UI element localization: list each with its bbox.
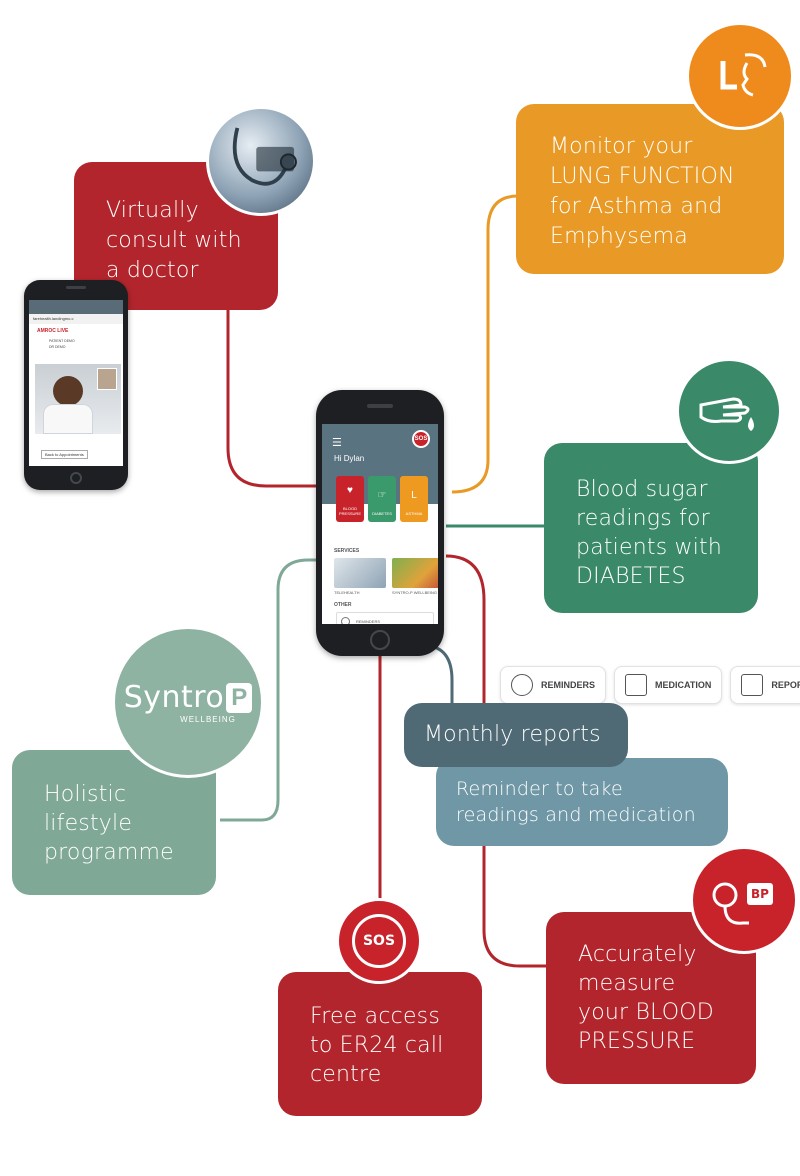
- app-tiles: ♥ BLOOD PRESSURE ☞ DIABETES L ASTHMA: [336, 476, 428, 522]
- card-bp-text: Accurately measure your BLOOD PRESSURE: [578, 942, 714, 1054]
- card-holistic-text: Holistic lifestyle programme: [44, 782, 174, 865]
- card-consult: Virtually consult with a doctor: [74, 162, 278, 310]
- card-reminder: Reminder to take readings and medication: [436, 758, 728, 846]
- left-phone-brand: AMROC LIVE: [37, 328, 69, 334]
- reminders-row-label: REMINDERS: [356, 618, 381, 624]
- left-phone: farehealth.landingmo.c AMROC LIVE PATIEN…: [24, 280, 128, 490]
- syntro-sub: WELLBEING: [180, 715, 236, 724]
- card-monthly: Monthly reports: [404, 703, 628, 767]
- card-er24-text: Free access to ER24 call centre: [310, 1004, 444, 1087]
- strip-medication[interactable]: MEDICATION: [614, 666, 723, 704]
- card-diabetes-text: Blood sugar readings for patients with D…: [576, 477, 723, 589]
- card-diabetes: Blood sugar readings for patients with D…: [544, 443, 758, 613]
- diabetes-tile-icon: ☞: [377, 490, 387, 501]
- bp-badge: BP: [690, 846, 798, 954]
- strip-reports-label: REPORTS: [771, 680, 800, 690]
- card-reminder-text: Reminder to take readings and medication: [456, 778, 696, 826]
- tile-blood-pressure[interactable]: ♥ BLOOD PRESSURE: [336, 476, 364, 522]
- tile-diabetes[interactable]: ☞ DIABETES: [368, 476, 396, 522]
- connector-holistic: [220, 558, 320, 822]
- syntro-wordmark: Syntro: [123, 680, 225, 715]
- feature-strip: REMINDERS MEDICATION REPORTS: [500, 666, 800, 706]
- doctor-coat: [43, 404, 93, 434]
- stethoscope-icon: [232, 127, 297, 186]
- center-phone: ☰ SOS Hi Dylan ♥ BLOOD PRESSURE ☞ DIABET…: [316, 390, 444, 656]
- doctor-photo-badge: [206, 106, 316, 216]
- service-telehealth-label: TELEHEALTH: [334, 590, 360, 595]
- connector-bp: [445, 554, 548, 968]
- card-consult-text: Virtually consult with a doctor: [106, 198, 242, 283]
- card-monthly-text: Monthly reports: [424, 722, 601, 747]
- tile-diabetes-label: DIABETES: [372, 511, 392, 516]
- lung-breath-icon: [720, 53, 767, 97]
- reminders-clock-icon: [341, 616, 350, 624]
- syntro-p-logo: P: [226, 682, 253, 713]
- patient-thumb: [97, 368, 117, 390]
- doctor-avatar: [53, 376, 83, 406]
- left-phone-url: farehealth.landingmo.c: [29, 314, 123, 324]
- card-er24: Free access to ER24 call centre: [278, 972, 482, 1116]
- left-phone-screen: farehealth.landingmo.c AMROC LIVE PATIEN…: [29, 300, 123, 466]
- sos-label: SOS: [362, 933, 396, 949]
- sos-badge: SOS: [336, 898, 422, 984]
- strip-medication-label: MEDICATION: [655, 680, 712, 690]
- back-to-appointments-button[interactable]: Back to Appointments: [41, 450, 88, 459]
- bp-label: BP: [751, 887, 769, 901]
- connector-lung: [451, 194, 519, 494]
- reminders-row[interactable]: REMINDERS: [336, 612, 434, 624]
- lung-badge: [686, 22, 794, 130]
- tile-asthma[interactable]: L ASTHMA: [400, 476, 428, 522]
- diabetes-badge: [676, 358, 782, 464]
- bp-tile-icon: ♥: [347, 485, 353, 496]
- video-call-view: [35, 364, 121, 434]
- connector-consult: [226, 300, 320, 488]
- services-label: SERVICES: [334, 548, 360, 554]
- tile-blood-pressure-label: BLOOD PRESSURE: [338, 506, 361, 516]
- app-sos-button[interactable]: SOS: [412, 430, 430, 448]
- strip-reminders-label: REMINDERS: [541, 680, 596, 690]
- card-lung-text: Monitor your LUNG FUNCTION for Asthma an…: [550, 134, 735, 249]
- center-phone-screen: ☰ SOS Hi Dylan ♥ BLOOD PRESSURE ☞ DIABET…: [322, 424, 438, 624]
- strip-reminders[interactable]: REMINDERS: [500, 666, 607, 704]
- left-phone-doctor: DR DEMO: [49, 345, 66, 349]
- tile-asthma-label: ASTHMA: [405, 511, 423, 516]
- left-phone-patient: PATIENT DEMO: [49, 339, 75, 343]
- clock-icon: [511, 674, 533, 696]
- left-phone-statusbar: [29, 300, 123, 314]
- syntro-badge: Syntro P WELLBEING: [112, 626, 264, 778]
- card-lung: Monitor your LUNG FUNCTION for Asthma an…: [516, 104, 784, 274]
- connector-monthly: [429, 644, 454, 706]
- folder-plus-icon: [741, 674, 764, 696]
- asthma-tile-icon: L: [411, 490, 417, 501]
- service-syntro[interactable]: [392, 558, 438, 588]
- menu-icon[interactable]: ☰: [332, 437, 342, 449]
- medication-icon: [625, 674, 648, 696]
- finger-prick-icon: [699, 397, 754, 431]
- service-telehealth[interactable]: [334, 558, 386, 588]
- app-greeting: Hi Dylan: [334, 454, 365, 463]
- other-label: OTHER: [334, 602, 352, 608]
- strip-reports[interactable]: REPORTS: [730, 666, 800, 704]
- bp-cuff-icon: [712, 882, 773, 925]
- service-syntro-label: SYNTRO-P WELLBEING: [392, 590, 438, 595]
